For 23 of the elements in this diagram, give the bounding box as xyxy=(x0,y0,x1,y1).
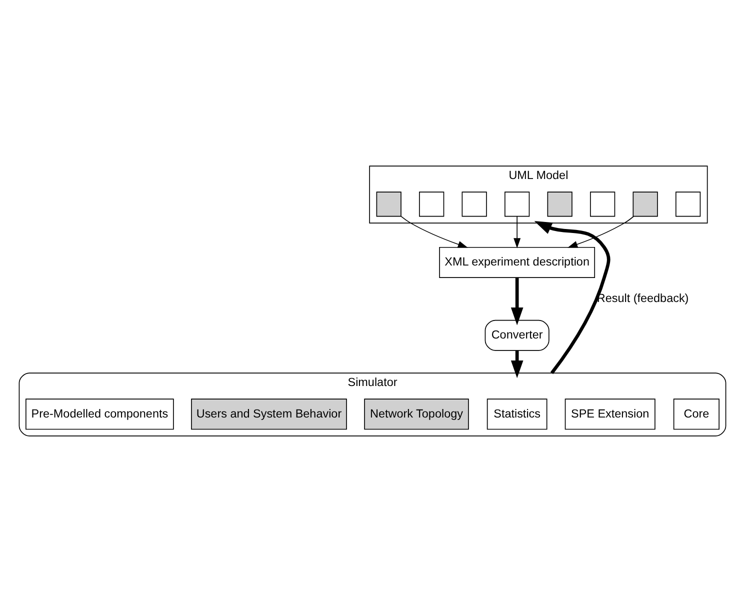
node-box xyxy=(419,191,444,216)
node-box xyxy=(376,191,402,216)
node-box xyxy=(590,191,616,216)
node-box xyxy=(676,191,701,216)
node-box: XML experiment description xyxy=(439,246,596,278)
arrow xyxy=(510,277,524,325)
node-box: Pre-Modelled components xyxy=(26,398,174,430)
node-box: SPE Extension xyxy=(564,398,656,430)
node-box xyxy=(462,191,487,216)
arrow xyxy=(568,216,634,248)
node-box: Statistics xyxy=(486,398,548,430)
node-box: Core xyxy=(673,398,720,430)
node-box: Users and System Behavior xyxy=(191,398,347,430)
node-box xyxy=(504,191,530,216)
node-box xyxy=(547,191,572,216)
arrow xyxy=(514,216,521,248)
arrow xyxy=(534,220,610,374)
arrow xyxy=(510,350,524,378)
node-box: Converter xyxy=(484,319,550,350)
cluster: UML Model xyxy=(369,165,708,223)
node-box: Network Topology xyxy=(364,398,469,430)
node-box xyxy=(632,191,658,216)
arrow xyxy=(400,216,468,248)
